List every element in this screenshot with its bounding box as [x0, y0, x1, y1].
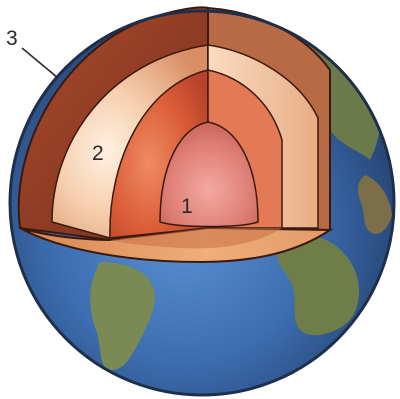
label-middle-layer: 2	[92, 142, 104, 165]
label-inner-layer: 1	[181, 195, 193, 218]
label-3-arrowhead	[50, 70, 58, 78]
label-outer-layer: 3	[6, 27, 18, 50]
